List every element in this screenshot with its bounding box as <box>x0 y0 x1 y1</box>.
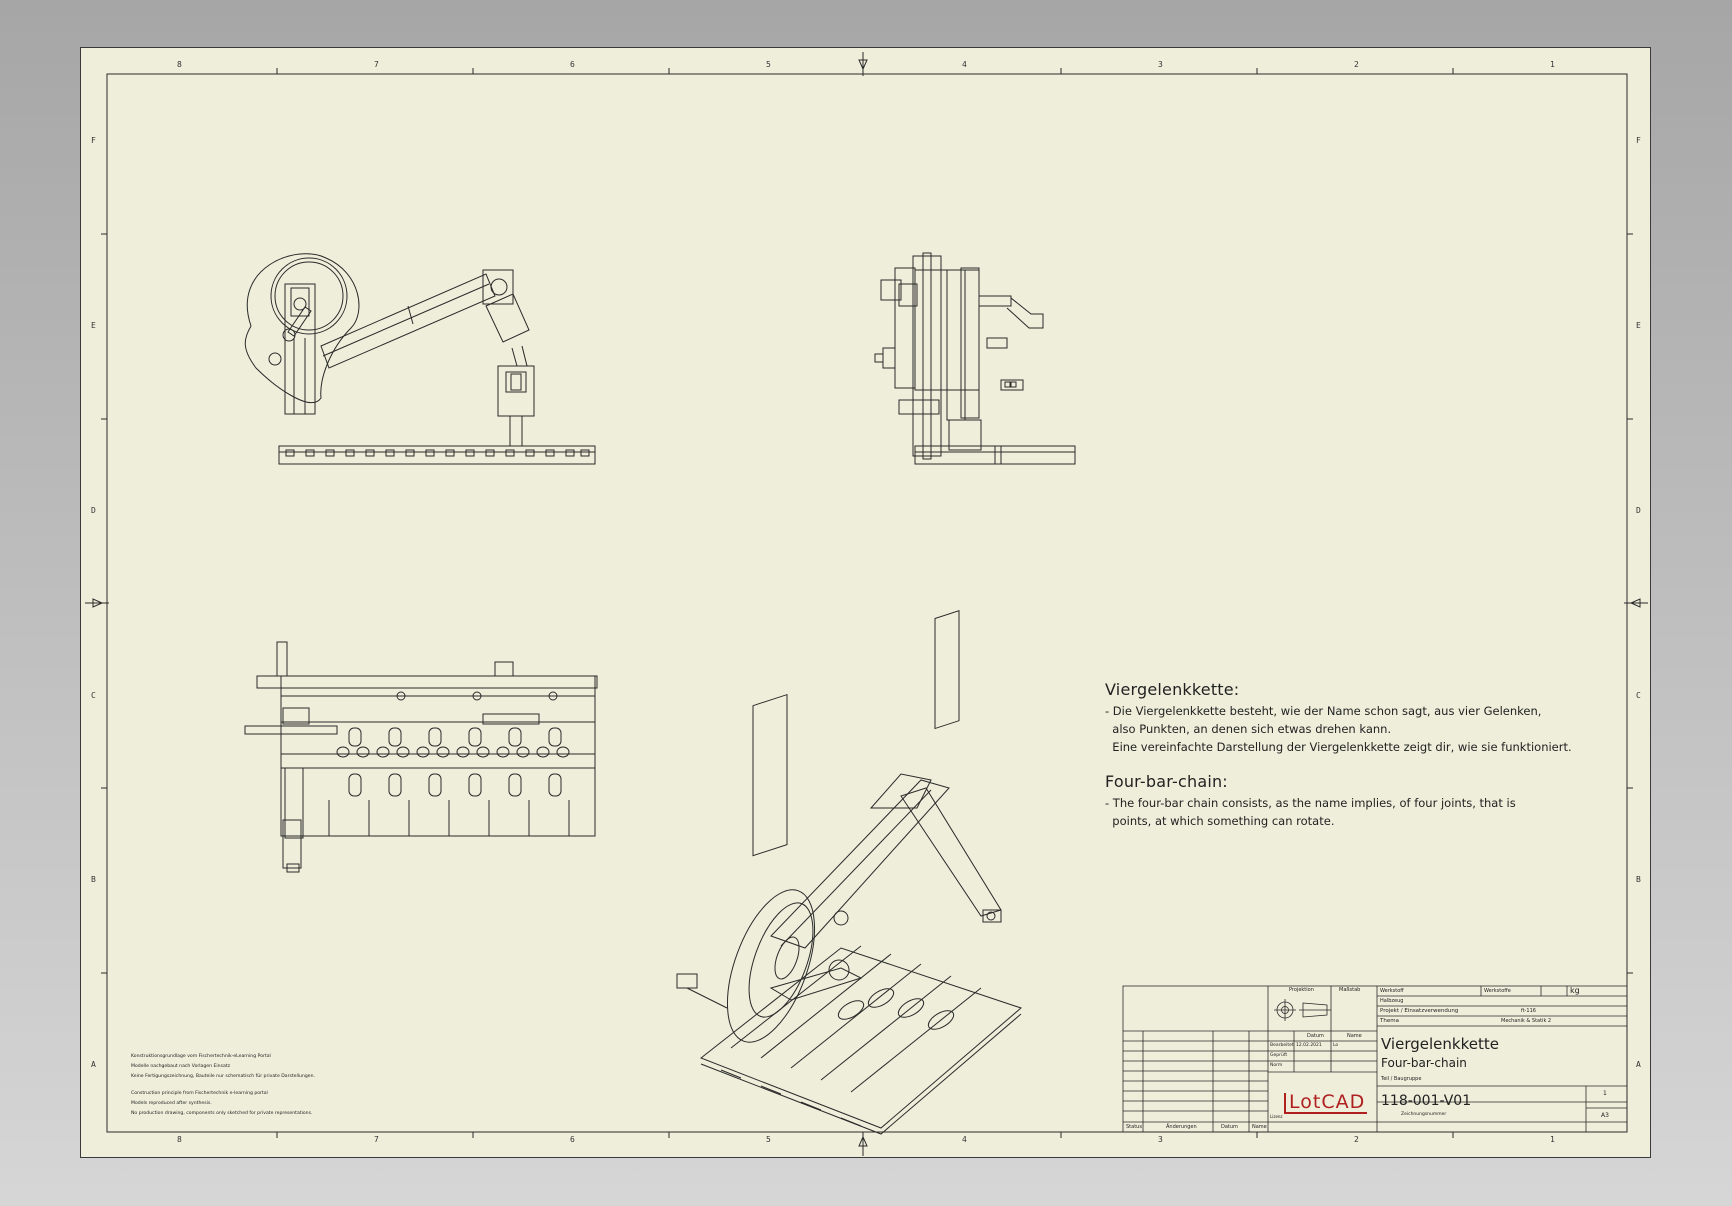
disclaimer-line-de: Konstruktionsgrundlage vom Fischertechni… <box>131 1054 271 1059</box>
zone-label-top: 6 <box>570 60 575 69</box>
weight-unit: kg <box>1570 986 1580 995</box>
zone-label-top: 5 <box>766 60 771 69</box>
zone-label-top: 7 <box>374 60 379 69</box>
description-line-de: also Punkten, an denen sich etwas drehen… <box>1105 722 1392 736</box>
drawn-name: Lo <box>1333 1043 1339 1048</box>
scale-label: Maßstab <box>1339 987 1361 993</box>
part-label: Teil / Baugruppe <box>1381 1076 1422 1082</box>
zone-label-top: 3 <box>1158 60 1163 69</box>
zone-label-bottom: 1 <box>1550 1135 1555 1144</box>
zone-letter-right: E <box>1636 321 1641 330</box>
zone-letter-right: D <box>1636 506 1641 515</box>
description-line-en: - The four-bar chain consists, as the na… <box>1105 796 1516 810</box>
rev-header-status: Status <box>1126 1124 1142 1130</box>
description-title-de: Viergelenkkette: <box>1105 680 1240 699</box>
drawn-date: 12.02.2021 <box>1296 1043 1322 1048</box>
topic-value: Mechanik & Statik 2 <box>1501 1018 1552 1024</box>
name-header: Name <box>1347 1033 1362 1039</box>
zone-letter-right: C <box>1636 691 1641 700</box>
rev-header-changes: Änderungen <box>1166 1124 1197 1130</box>
center-mark-bottom <box>858 1132 868 1156</box>
description-title-en: Four-bar-chain: <box>1105 772 1228 791</box>
material-label: Werkstoff <box>1380 988 1404 994</box>
zone-label-bottom: 8 <box>177 1135 182 1144</box>
side-view <box>874 252 1076 465</box>
zone-letter-right: F <box>1636 136 1641 145</box>
norm-label: Norm <box>1270 1063 1283 1068</box>
checked-label: Geprüft <box>1270 1053 1288 1058</box>
zone-label-bottom: 4 <box>962 1135 967 1144</box>
zone-label-bottom: 6 <box>570 1135 575 1144</box>
sheet-number: 1 <box>1603 1090 1607 1097</box>
zone-label-bottom: 2 <box>1354 1135 1359 1144</box>
zone-ticks <box>101 68 1633 1138</box>
project-label: Projekt / Einsatzverwendung <box>1380 1008 1459 1014</box>
zone-label-top: 2 <box>1354 60 1359 69</box>
zone-label-top: 4 <box>962 60 967 69</box>
drawing-graphics <box>85 52 1648 1156</box>
disclaimer-line-en: Construction principle from Fischertechn… <box>131 1091 268 1096</box>
zone-letter-right: A <box>1636 1060 1641 1069</box>
zone-letter-left: E <box>91 321 96 330</box>
zone-label-bottom: 3 <box>1158 1135 1163 1144</box>
disclaimer-line-en: Models reproduced after synthesis. <box>131 1101 212 1106</box>
top-view <box>244 641 598 873</box>
zone-label-bottom: 7 <box>374 1135 379 1144</box>
logo-prefix: Lizenz <box>1270 1114 1283 1119</box>
drawing-number: 118-001-V01 <box>1381 1093 1472 1109</box>
zone-letter-left: A <box>91 1060 96 1069</box>
zone-letter-left: F <box>91 136 96 145</box>
description-line-de: - Die Viergelenkkette besteht, wie der N… <box>1105 704 1542 718</box>
front-view <box>244 253 596 465</box>
zone-letter-left: D <box>91 506 96 515</box>
title-block-grid <box>1122 985 1628 1133</box>
disclaimer-line-de: Modelle nachgebaut nach Vorlagen Einsatz <box>131 1064 230 1069</box>
topic-label: Thema <box>1380 1018 1399 1024</box>
isometric-view <box>676 610 1022 1135</box>
zone-label-top: 1 <box>1550 60 1555 69</box>
center-mark-top <box>858 52 868 76</box>
drawing-title-de: Viergelenkkette <box>1381 1035 1499 1053</box>
zone-letter-left: B <box>91 875 96 884</box>
rev-header-date: Datum <box>1221 1124 1238 1130</box>
zone-letter-left: C <box>91 691 96 700</box>
drawing-number-label: Zeichnungsnummer <box>1401 1112 1447 1117</box>
disclaimer-line-de: Keine Fertigungszeichnung, Bauteile nur … <box>131 1074 315 1079</box>
description-line-en: points, at which something can rotate. <box>1105 814 1335 828</box>
rev-header-name: Name <box>1252 1124 1267 1130</box>
projection-label: Projektion <box>1289 987 1314 993</box>
disclaimer-line-en: No production drawing, components only s… <box>131 1111 313 1116</box>
drawn-label: Bearbeitet <box>1270 1043 1294 1048</box>
date-header: Datum <box>1307 1033 1324 1039</box>
lotcad-logo: LotCAD <box>1284 1093 1368 1114</box>
center-mark-right <box>1624 598 1648 608</box>
zone-letter-right: B <box>1636 875 1641 884</box>
project-value: ft-116 <box>1521 1008 1536 1014</box>
description-line-de: Eine vereinfachte Darstellung der Vierge… <box>1105 740 1572 754</box>
sheet-format: A3 <box>1601 1112 1609 1119</box>
drawing-sheet: 8 7 6 5 4 3 2 1 8 7 6 5 4 3 2 1 F E D C … <box>80 47 1651 1158</box>
zone-label-top: 8 <box>177 60 182 69</box>
zone-label-bottom: 5 <box>766 1135 771 1144</box>
weight-label: Werkstoffe <box>1484 988 1511 994</box>
center-mark-left <box>85 598 109 608</box>
semi-finished-label: Halbzeug <box>1380 998 1404 1004</box>
drawing-title-en: Four-bar-chain <box>1381 1056 1467 1070</box>
